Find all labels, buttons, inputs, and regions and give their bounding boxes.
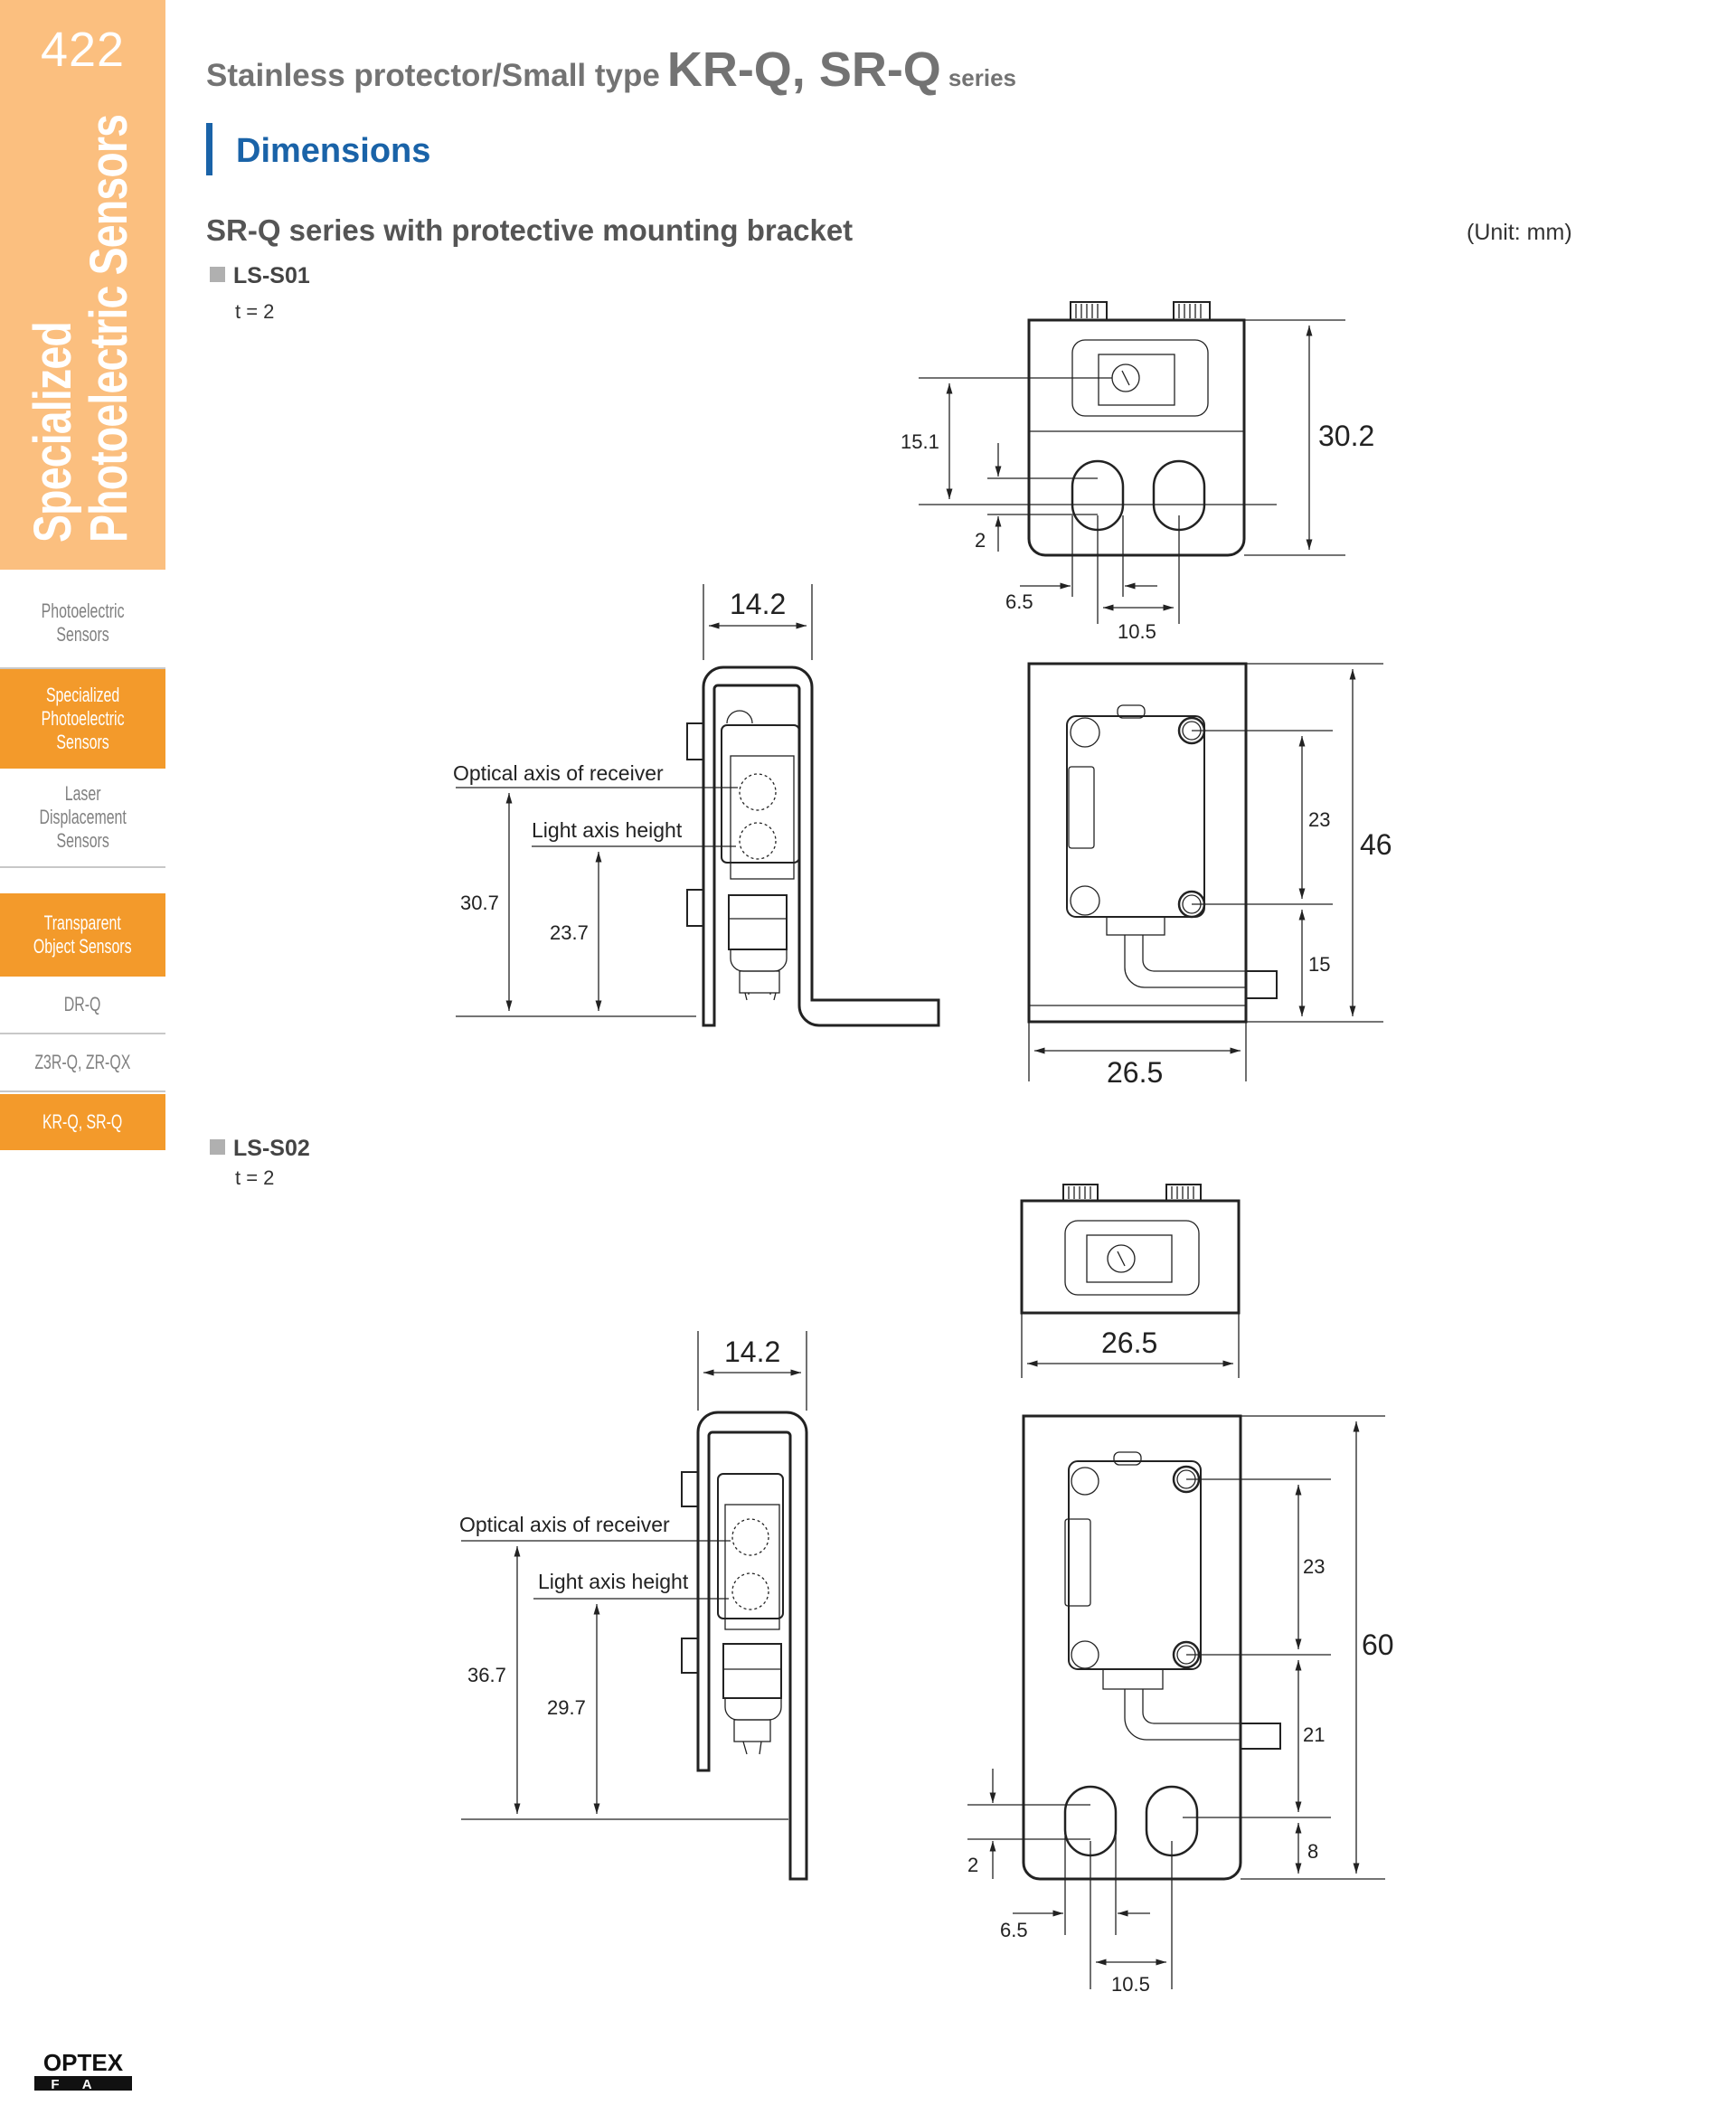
dim-ls-s01-optical-height: 30.7 bbox=[460, 892, 499, 914]
ls-s02-side-view bbox=[461, 1331, 808, 1881]
thickness-ls-s02: t = 2 bbox=[235, 1166, 275, 1189]
dim-ls-s02-mount-bottom: 21 bbox=[1303, 1723, 1325, 1746]
label-ls-s02-optical-axis: Optical axis of receiver bbox=[459, 1513, 670, 1536]
dim-ls-s02-side-width: 14.2 bbox=[724, 1336, 780, 1368]
sidebar-item-label: Displacement bbox=[39, 806, 127, 828]
model-name-ls-s02: LS-S02 bbox=[210, 1136, 310, 1162]
sidebar-item-label: Transparent bbox=[43, 911, 122, 934]
title-main: KR-Q, SR-Q bbox=[666, 42, 941, 97]
dim-ls-s02-slot: 2 bbox=[967, 1854, 978, 1876]
label-ls-s01-light-axis: Light axis height bbox=[532, 818, 683, 842]
section-accent-bar bbox=[206, 123, 212, 175]
ls-s02-top-view bbox=[1020, 1184, 1241, 1378]
title-prefix: Stainless protector/Small type bbox=[206, 58, 660, 93]
sidebar-item-label: Object Sensors bbox=[33, 935, 132, 958]
sidebar: 422 Specialized Photoelectric Sensors Ph… bbox=[0, 0, 165, 2124]
ls-s01-front-view bbox=[1027, 662, 1383, 1081]
thickness-ls-s01: t = 2 bbox=[235, 300, 275, 323]
sidebar-item-label: Laser bbox=[64, 782, 101, 805]
dim-ls-s01-mount-bottom: 15 bbox=[1308, 953, 1330, 976]
dim-ls-s01-slot: 2 bbox=[975, 529, 986, 552]
model-name-text: LS-S02 bbox=[233, 1136, 310, 1161]
dim-ls-s02-light-height: 29.7 bbox=[547, 1696, 586, 1719]
sidebar-item-label: Sensors bbox=[56, 731, 109, 753]
sidebar-item-kr-q-sr-q[interactable]: KR-Q, SR-Q bbox=[0, 1094, 165, 1150]
sidebar-header: 422 Specialized Photoelectric Sensors bbox=[0, 0, 165, 570]
title-suffix: series bbox=[948, 64, 1017, 91]
label-ls-s02-light-axis: Light axis height bbox=[538, 1570, 689, 1593]
bullet-square-icon bbox=[210, 1139, 225, 1155]
section-title: Dimensions bbox=[236, 132, 431, 170]
ls-s02-front-view bbox=[967, 1414, 1385, 1989]
dim-ls-s02-hole-pitch: 10.5 bbox=[1111, 1973, 1150, 1996]
optex-fa-logo: OPTEX FA bbox=[34, 2051, 132, 2092]
sidebar-item-dr-q[interactable]: DR-Q bbox=[0, 977, 165, 1034]
logo-text-top: OPTEX bbox=[43, 2051, 124, 2076]
dim-ls-s01-side-width: 14.2 bbox=[730, 588, 786, 620]
dim-ls-s02-optical-height: 36.7 bbox=[467, 1664, 506, 1686]
dim-ls-s01-light-height: 23.7 bbox=[550, 921, 589, 944]
dim-ls-s01-width: 26.5 bbox=[1107, 1056, 1163, 1089]
dim-ls-s02-hole-x: 6.5 bbox=[1000, 1919, 1028, 1941]
sidebar-item-z3r-q-zr-qx[interactable]: Z3R-Q, ZR-QX bbox=[0, 1034, 165, 1092]
bullet-square-icon bbox=[210, 267, 225, 282]
sidebar-item-label: Sensors bbox=[56, 829, 109, 852]
dim-ls-s02-top-width: 26.5 bbox=[1101, 1326, 1157, 1359]
dim-ls-s02-mount-pitch: 23 bbox=[1303, 1555, 1325, 1578]
model-name-ls-s01: LS-S01 bbox=[210, 263, 310, 289]
sidebar-item-label: KR-Q, SR-Q bbox=[42, 1110, 123, 1133]
label-ls-s01-optical-axis: Optical axis of receiver bbox=[453, 761, 664, 785]
ls-s01-side-view bbox=[456, 584, 940, 1027]
model-name-text: LS-S01 bbox=[233, 263, 310, 288]
dim-ls-s01-front-height: 46 bbox=[1360, 828, 1392, 861]
sidebar-item-label: Z3R-Q, ZR-QX bbox=[34, 1051, 131, 1073]
dim-ls-s01-hole-x: 6.5 bbox=[1005, 590, 1033, 613]
ls-s01-top-view bbox=[919, 301, 1345, 624]
dim-ls-s02-hole-bottom: 8 bbox=[1307, 1840, 1318, 1863]
sidebar-item-label: Sensors bbox=[56, 623, 109, 646]
dim-ls-s02-front-height: 60 bbox=[1362, 1628, 1394, 1661]
sidebar-item-label: Specialized bbox=[45, 684, 120, 706]
sidebar-item-label: DR-Q bbox=[64, 993, 101, 1015]
dim-ls-s01-hole-pitch: 10.5 bbox=[1118, 620, 1156, 643]
dim-ls-s01-hole-offset: 15.1 bbox=[901, 430, 939, 453]
sidebar-item-label: Photoelectric bbox=[41, 599, 125, 622]
unit-label: (Unit: mm) bbox=[1467, 220, 1572, 245]
sidebar-item-label: Photoelectric bbox=[41, 707, 125, 730]
logo-text-bottom: FA bbox=[51, 2077, 115, 2092]
dim-ls-s01-top-height: 30.2 bbox=[1318, 420, 1374, 452]
dim-ls-s01-mount-pitch: 23 bbox=[1308, 808, 1330, 831]
page-number: 422 bbox=[40, 23, 126, 77]
section-subtitle: SR-Q series with protective mounting bra… bbox=[206, 213, 854, 247]
